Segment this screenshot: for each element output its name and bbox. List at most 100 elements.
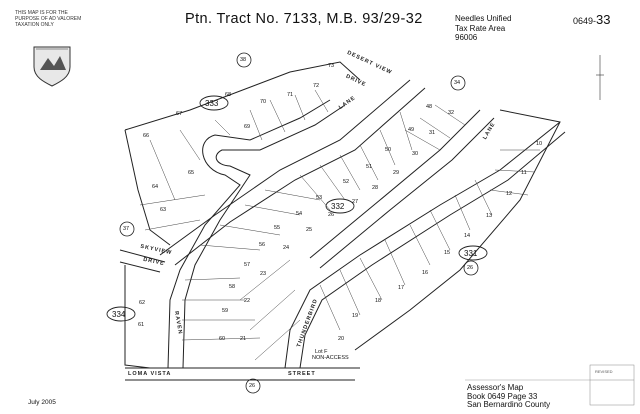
- lot-72: 72: [313, 83, 320, 89]
- lot-48: 48: [426, 104, 433, 110]
- rate-area-district: Needles Unified: [455, 14, 512, 23]
- assessor-county: San Bernardino County: [467, 400, 551, 410]
- revised-label: REVISED: [595, 369, 613, 374]
- lot-63: 63: [160, 207, 167, 213]
- lot-57: 57: [244, 262, 251, 268]
- lot-50: 50: [385, 147, 392, 153]
- tax-notice: THIS MAP IS FOR THE PURPOSE OF AD VALORE…: [15, 10, 82, 28]
- boundary-north: [124, 61, 361, 131]
- oval-333: [199, 95, 229, 111]
- circle-page-26-right: [463, 260, 479, 276]
- map-date: July 2005: [28, 399, 56, 406]
- lot-65: 65: [188, 170, 195, 176]
- lot-15: 15: [444, 250, 451, 256]
- lot-70: 70: [260, 99, 267, 105]
- lot-10: 10: [536, 141, 543, 147]
- lot-18: 18: [375, 298, 382, 304]
- boundary-sw: [124, 265, 151, 369]
- lot-59: 59: [222, 308, 229, 314]
- skyview-a: [119, 249, 166, 263]
- book-page-331: 331: [464, 249, 478, 258]
- map-page: 33: [596, 12, 611, 27]
- lot-20: 20: [338, 336, 345, 342]
- boundary-east: [354, 109, 561, 351]
- road-edge-b: [182, 104, 346, 369]
- lot-13: 13: [486, 213, 493, 219]
- lot-24: 24: [283, 245, 290, 251]
- boundary-west: [124, 129, 171, 246]
- map-prefix: 0649-: [573, 16, 597, 26]
- page-ref-26-right: 26: [467, 265, 474, 271]
- circle-page-37: [119, 221, 135, 237]
- lot-52: 52: [343, 179, 350, 185]
- rate-area: Needles Unified Tax Rate Area 96006: [455, 14, 511, 43]
- lot-23: 23: [260, 271, 267, 277]
- lot-21: 21: [240, 336, 247, 342]
- page-ref-38: 38: [240, 57, 247, 63]
- lot-53: 53: [316, 195, 323, 201]
- lot-54: 54: [296, 211, 303, 217]
- circle-page-34: [450, 75, 466, 91]
- lot-22: 22: [244, 298, 251, 304]
- lot-66: 66: [143, 133, 150, 139]
- lot-26: 26: [328, 212, 335, 218]
- page-ref-37: 37: [123, 226, 130, 232]
- lot-17: 17: [398, 285, 405, 291]
- page-ref-26-bottom: 26: [249, 383, 256, 389]
- book-page-334: 334: [112, 310, 126, 319]
- lot-29: 29: [393, 170, 400, 176]
- book-page-333: 333: [205, 99, 219, 108]
- lot-55: 55: [274, 225, 281, 231]
- lot-64: 64: [152, 184, 159, 190]
- oval-331: [458, 245, 488, 261]
- lot-62: 62: [139, 300, 146, 306]
- lot-68: 68: [225, 92, 232, 98]
- lot-51: 51: [366, 164, 373, 170]
- lot-58: 58: [229, 284, 236, 290]
- lot-11: 11: [521, 170, 527, 176]
- road-loma-vista: LOMA VISTA: [128, 371, 172, 377]
- assessor-block: Assessor's Map Book 0649 Page 33 San Ber…: [467, 383, 551, 410]
- lot-31: 31: [429, 130, 436, 136]
- lot-14: 14: [464, 233, 471, 239]
- revised-box: [589, 364, 635, 406]
- lot-f-label: Lot F: [315, 349, 328, 355]
- assessor-title: Assessor's Map: [467, 383, 524, 392]
- lot-32: 32: [448, 110, 455, 116]
- road-street: STREET: [288, 371, 316, 377]
- map-number: 0649-33: [573, 12, 611, 27]
- rate-area-code: 96006: [455, 33, 478, 42]
- lot-60: 60: [219, 336, 226, 342]
- lane-a: [159, 79, 411, 256]
- lot-56: 56: [259, 242, 266, 248]
- lot-71: 71: [287, 92, 294, 98]
- book-page-332: 332: [331, 202, 345, 211]
- lane-right-a: [309, 109, 481, 259]
- lot-19: 19: [352, 313, 359, 319]
- lot-12: 12: [506, 191, 513, 197]
- lot-27: 27: [352, 199, 359, 205]
- lot-25: 25: [306, 227, 313, 233]
- lot-61: 61: [138, 322, 145, 328]
- circle-page-38: [236, 52, 252, 68]
- lot-49: 49: [408, 127, 415, 133]
- page-ref-34: 34: [454, 80, 461, 86]
- page-title: Ptn. Tract No. 7133, M.B. 93/29-32: [185, 11, 423, 27]
- non-access-label: NON-ACCESS: [312, 355, 349, 361]
- lot-69: 69: [244, 124, 251, 130]
- lot-30: 30: [412, 151, 419, 157]
- lot-16: 16: [422, 270, 429, 276]
- rate-area-label: Tax Rate Area: [455, 23, 506, 33]
- oval-334: [106, 306, 136, 322]
- assessor-book-page: Book 0649 Page 33: [467, 391, 538, 401]
- lot-73: 73: [328, 63, 335, 69]
- lane-b: [174, 87, 426, 266]
- skyview-b: [119, 261, 161, 273]
- north-arrow: [596, 55, 604, 100]
- lot-67: 67: [176, 111, 183, 117]
- county-seal-icon: [33, 46, 71, 87]
- lot-28: 28: [372, 185, 379, 191]
- thunderbird-b: [299, 131, 566, 369]
- oval-332: [325, 198, 355, 214]
